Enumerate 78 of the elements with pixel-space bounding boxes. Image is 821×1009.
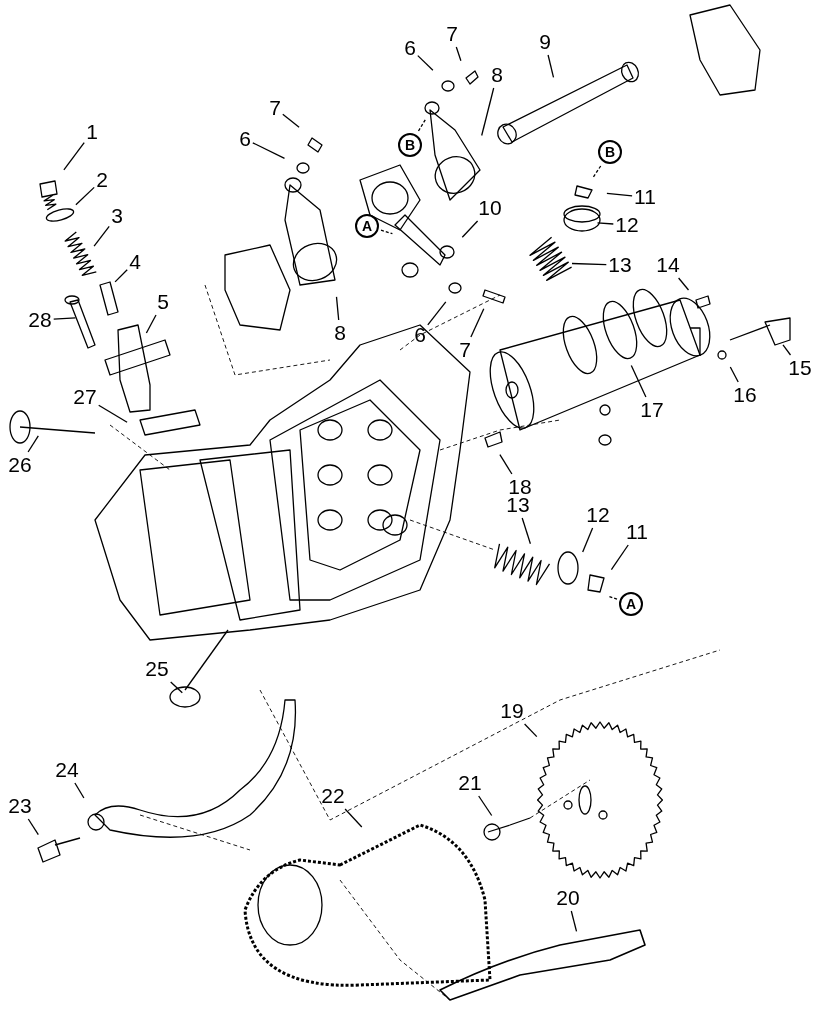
callout-number: 28 <box>28 309 52 331</box>
callout-number: 7 <box>459 339 471 361</box>
leader-line <box>523 723 538 738</box>
callout-number: 25 <box>145 658 169 680</box>
callout-number: 14 <box>656 254 680 276</box>
leader-line <box>145 314 157 334</box>
leader-line <box>380 229 394 235</box>
callout-number: 7 <box>446 23 458 45</box>
callout-number: 8 <box>334 322 346 344</box>
leader-line <box>470 308 485 338</box>
callout-number: 19 <box>500 700 524 722</box>
leader-line <box>417 54 434 71</box>
callout-number: 21 <box>458 772 482 794</box>
leader-line <box>596 222 614 225</box>
callout-number: 17 <box>640 399 664 421</box>
leader-line <box>74 782 85 799</box>
leader-line <box>455 46 462 62</box>
leader-line <box>547 54 555 79</box>
leader-line <box>499 454 513 475</box>
callout-number: 2 <box>96 169 108 191</box>
leader-line <box>417 118 427 132</box>
leader-line <box>606 192 633 197</box>
leader-line <box>344 808 363 828</box>
leader-line <box>481 87 495 137</box>
leader-line <box>729 366 739 383</box>
reference-letter-circle: B <box>398 133 422 157</box>
callout-number: 20 <box>556 887 580 909</box>
callout-number: 6 <box>414 324 426 346</box>
leader-line <box>427 301 447 326</box>
callout-number: 9 <box>539 31 551 53</box>
leader-line <box>75 186 95 206</box>
reference-letter-circle: A <box>619 592 643 616</box>
leader-line <box>98 404 128 423</box>
leader-line <box>521 517 532 545</box>
leader-line <box>610 544 629 571</box>
leader-line <box>478 795 493 817</box>
leader-line <box>27 818 39 836</box>
leader-line <box>592 165 602 179</box>
callout-number: 16 <box>733 384 757 406</box>
callout-number: 11 <box>626 521 648 543</box>
callout-number: 11 <box>634 186 656 208</box>
leader-line <box>461 220 479 238</box>
callout-number: 6 <box>239 128 251 150</box>
leader-line <box>63 141 85 171</box>
callout-number: 22 <box>321 785 345 807</box>
callout-number: 8 <box>491 64 503 86</box>
callout-number: 10 <box>478 197 502 219</box>
leader-line <box>252 142 286 160</box>
leader-line <box>571 262 607 266</box>
leader-line <box>170 681 183 694</box>
callout-number: 6 <box>404 37 416 59</box>
leader-line <box>53 317 77 320</box>
leader-line <box>282 113 300 128</box>
callout-number: 24 <box>55 759 79 781</box>
leader-line <box>607 595 618 600</box>
leader-line <box>782 344 792 356</box>
callout-number: 27 <box>73 386 97 408</box>
reference-letter-circle: B <box>598 140 622 164</box>
leader-line <box>93 225 110 247</box>
leader-line <box>570 910 578 933</box>
callout-number: 1 <box>86 121 98 143</box>
callout-number: 4 <box>129 251 141 273</box>
leader-line <box>27 435 39 453</box>
callout-number: 15 <box>788 357 812 379</box>
callout-number: 26 <box>8 454 32 476</box>
callout-number: 7 <box>269 97 281 119</box>
callout-number: 12 <box>615 214 639 236</box>
reference-letter-circle: A <box>355 214 379 238</box>
callout-number: 13 <box>608 254 632 276</box>
leader-line <box>114 269 128 283</box>
callout-number: 12 <box>586 504 610 526</box>
callout-number: 3 <box>111 205 123 227</box>
leader-line <box>582 527 594 553</box>
callout-number: 23 <box>8 795 32 817</box>
callout-number: 5 <box>157 291 169 313</box>
leader-line <box>335 296 340 321</box>
leader-line <box>677 277 690 291</box>
leader-line <box>630 364 647 398</box>
